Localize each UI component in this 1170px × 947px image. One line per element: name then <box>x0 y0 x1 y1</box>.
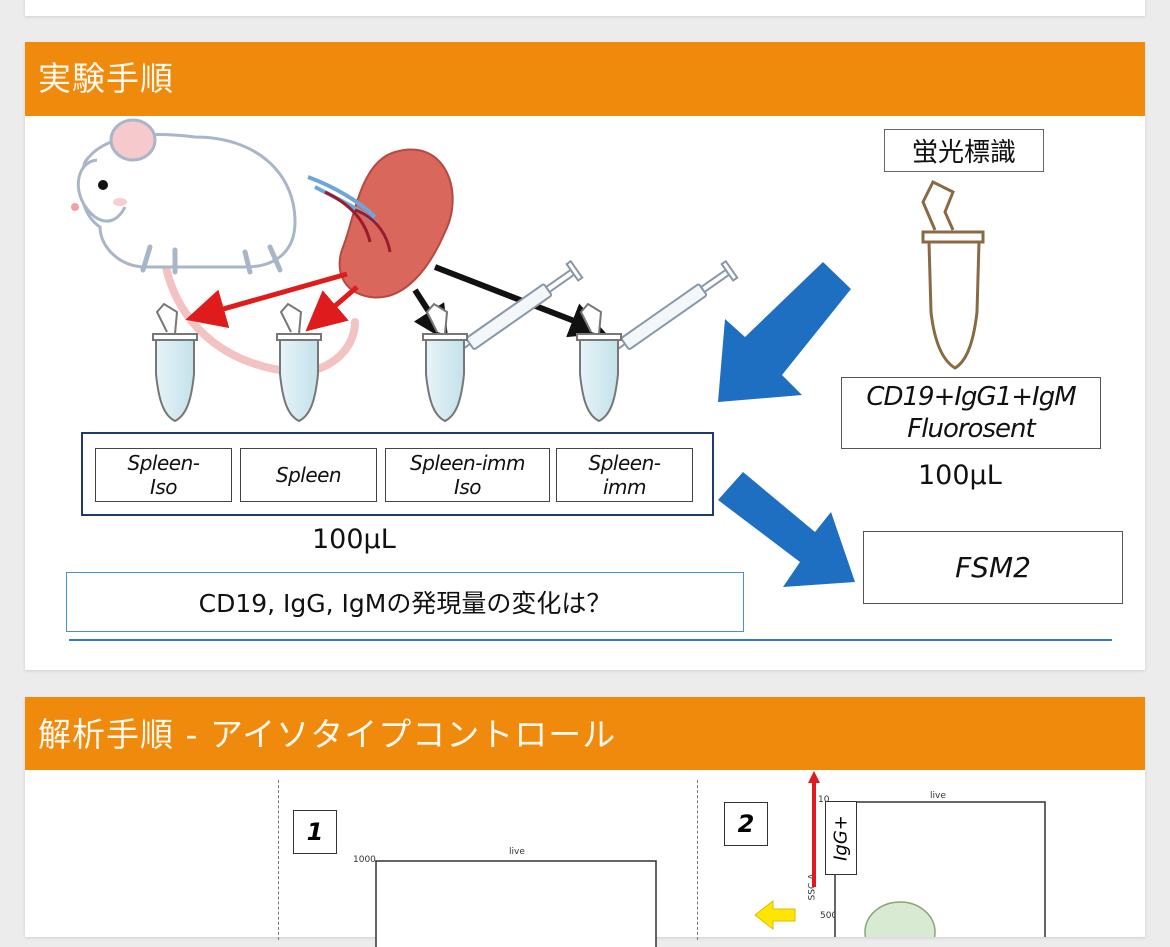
yellow-arrow <box>754 899 796 931</box>
mouse-body <box>79 133 297 269</box>
plot-title: live <box>930 791 946 801</box>
blue-arrow-in <box>718 262 851 402</box>
divider <box>69 639 1112 641</box>
spleen-illustration <box>307 148 454 299</box>
microtube-icon <box>422 302 468 423</box>
gating-plot <box>754 771 1046 937</box>
y-tick-label: 1000 <box>353 855 376 865</box>
gate-label-box: IgG+ <box>825 801 857 875</box>
slide-title: 解析手順 - アイソタイプコントロール <box>25 697 1145 770</box>
sample-volume: 100μL <box>312 524 396 555</box>
black-arrow-2 <box>433 264 607 338</box>
plot-title: live <box>509 847 525 857</box>
mouse-legs <box>140 244 283 275</box>
slide-title: 実験手順 <box>25 42 1145 116</box>
microtube-icon <box>921 179 985 370</box>
procedure-diagram <box>71 118 985 587</box>
panel-divider <box>697 780 698 940</box>
mouse-head <box>76 158 127 223</box>
slide-analysis-isotype: 解析手順 - アイソタイプコントロール 1 live 1000 2 live 1… <box>25 697 1145 947</box>
sample-group: Spleen- Iso Spleen Spleen-imm Iso Spleen… <box>81 432 714 516</box>
slide-experiment-procedure: 実験手順 <box>25 42 1145 670</box>
red-arrow-1 <box>185 271 348 329</box>
sample-box: Spleen- imm <box>556 448 693 502</box>
syringe-icon <box>446 259 584 361</box>
research-question: CD19, IgG, IgMの発現量の変化は？ <box>66 572 744 632</box>
reagent-box: CD19+IgG1+IgM Fluorosent <box>841 377 1101 449</box>
panel-number: 1 <box>293 810 337 854</box>
panel-number: 2 <box>724 802 768 846</box>
mouse-nose <box>71 203 79 211</box>
sample-box: Spleen <box>240 448 377 502</box>
mouse-illustration <box>71 118 359 377</box>
mouse-eye <box>98 180 108 190</box>
syringe-icon <box>601 259 739 361</box>
red-arrow-up-head <box>808 771 820 783</box>
fluorescent-label-box: 蛍光標識 <box>884 129 1044 172</box>
spleen-artery <box>324 190 392 253</box>
y-tick-label: 500 <box>820 911 838 921</box>
panel-divider <box>278 780 279 940</box>
mouse-ear <box>109 118 157 162</box>
microtube-icon <box>276 302 322 423</box>
previous-slide-bottom <box>25 0 1145 16</box>
microtube-icon <box>576 302 622 423</box>
spleen-organ <box>338 148 454 299</box>
microtube-icon <box>152 302 198 423</box>
reagent-volume: 100μL <box>918 460 1002 491</box>
y-tick-label: 10 <box>818 795 830 805</box>
scatter-plot-frame <box>375 860 657 947</box>
instrument-box: FSM2 <box>863 531 1123 604</box>
sample-box: Spleen-imm Iso <box>385 448 550 502</box>
gate-label: IgG+ <box>830 815 852 861</box>
red-arrow-2 <box>305 285 359 332</box>
sample-box: Spleen- Iso <box>95 448 232 502</box>
blue-arrow-out <box>718 472 855 587</box>
mouse-cheek <box>113 198 127 206</box>
